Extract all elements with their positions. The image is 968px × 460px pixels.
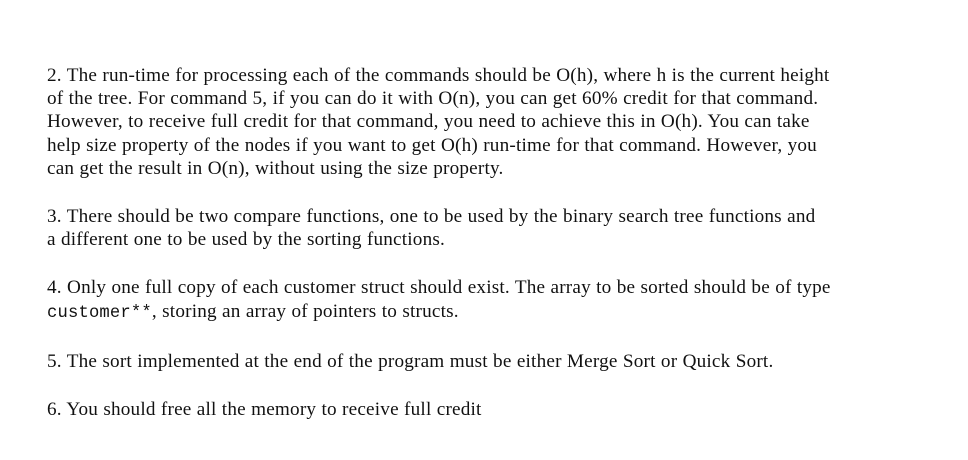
paragraph-2-line-4: help size property of the nodes if you w… <box>47 134 817 156</box>
document-text-body: 2. The run-time for processing each of t… <box>47 64 924 421</box>
paragraph-2-line-1: 2. The run-time for processing each of t… <box>47 65 830 86</box>
paragraph-5-line-1: 5. The sort implemented at the end of th… <box>47 350 774 372</box>
paragraph-4-line-2-rest: , storing an array of pointers to struct… <box>151 300 459 322</box>
paragraph-4-line-1: 4. Only one full copy of each customer s… <box>47 277 831 299</box>
paragraph-2-line-5: can get the result in O(n), without usin… <box>47 157 504 179</box>
code-span-customer-pointer: customer** <box>47 303 152 323</box>
requirement-paragraph-4: 4. Only one full copy of each customer s… <box>47 276 924 324</box>
paragraph-3-line-1: 3. There should be two compare functions… <box>47 206 816 228</box>
requirement-paragraph-6: 6. You should free all the memory to rec… <box>47 398 924 421</box>
paragraph-6-line-1: 6. You should free all the memory to rec… <box>47 399 482 421</box>
requirement-paragraph-2: 2. The run-time for processing each of t… <box>47 64 924 180</box>
paragraph-3-line-2: a different one to be used by the sortin… <box>47 229 446 251</box>
requirement-paragraph-5: 5. The sort implemented at the end of th… <box>47 350 924 373</box>
paragraph-2-line-3: However, to receive full credit for that… <box>47 111 810 133</box>
paragraph-2-line-2: of the tree. For command 5, if you can d… <box>47 88 819 110</box>
requirement-paragraph-3: 3. There should be two compare functions… <box>47 205 924 251</box>
paragraph-4-line-2: customer**, storing an array of pointers… <box>47 300 924 325</box>
